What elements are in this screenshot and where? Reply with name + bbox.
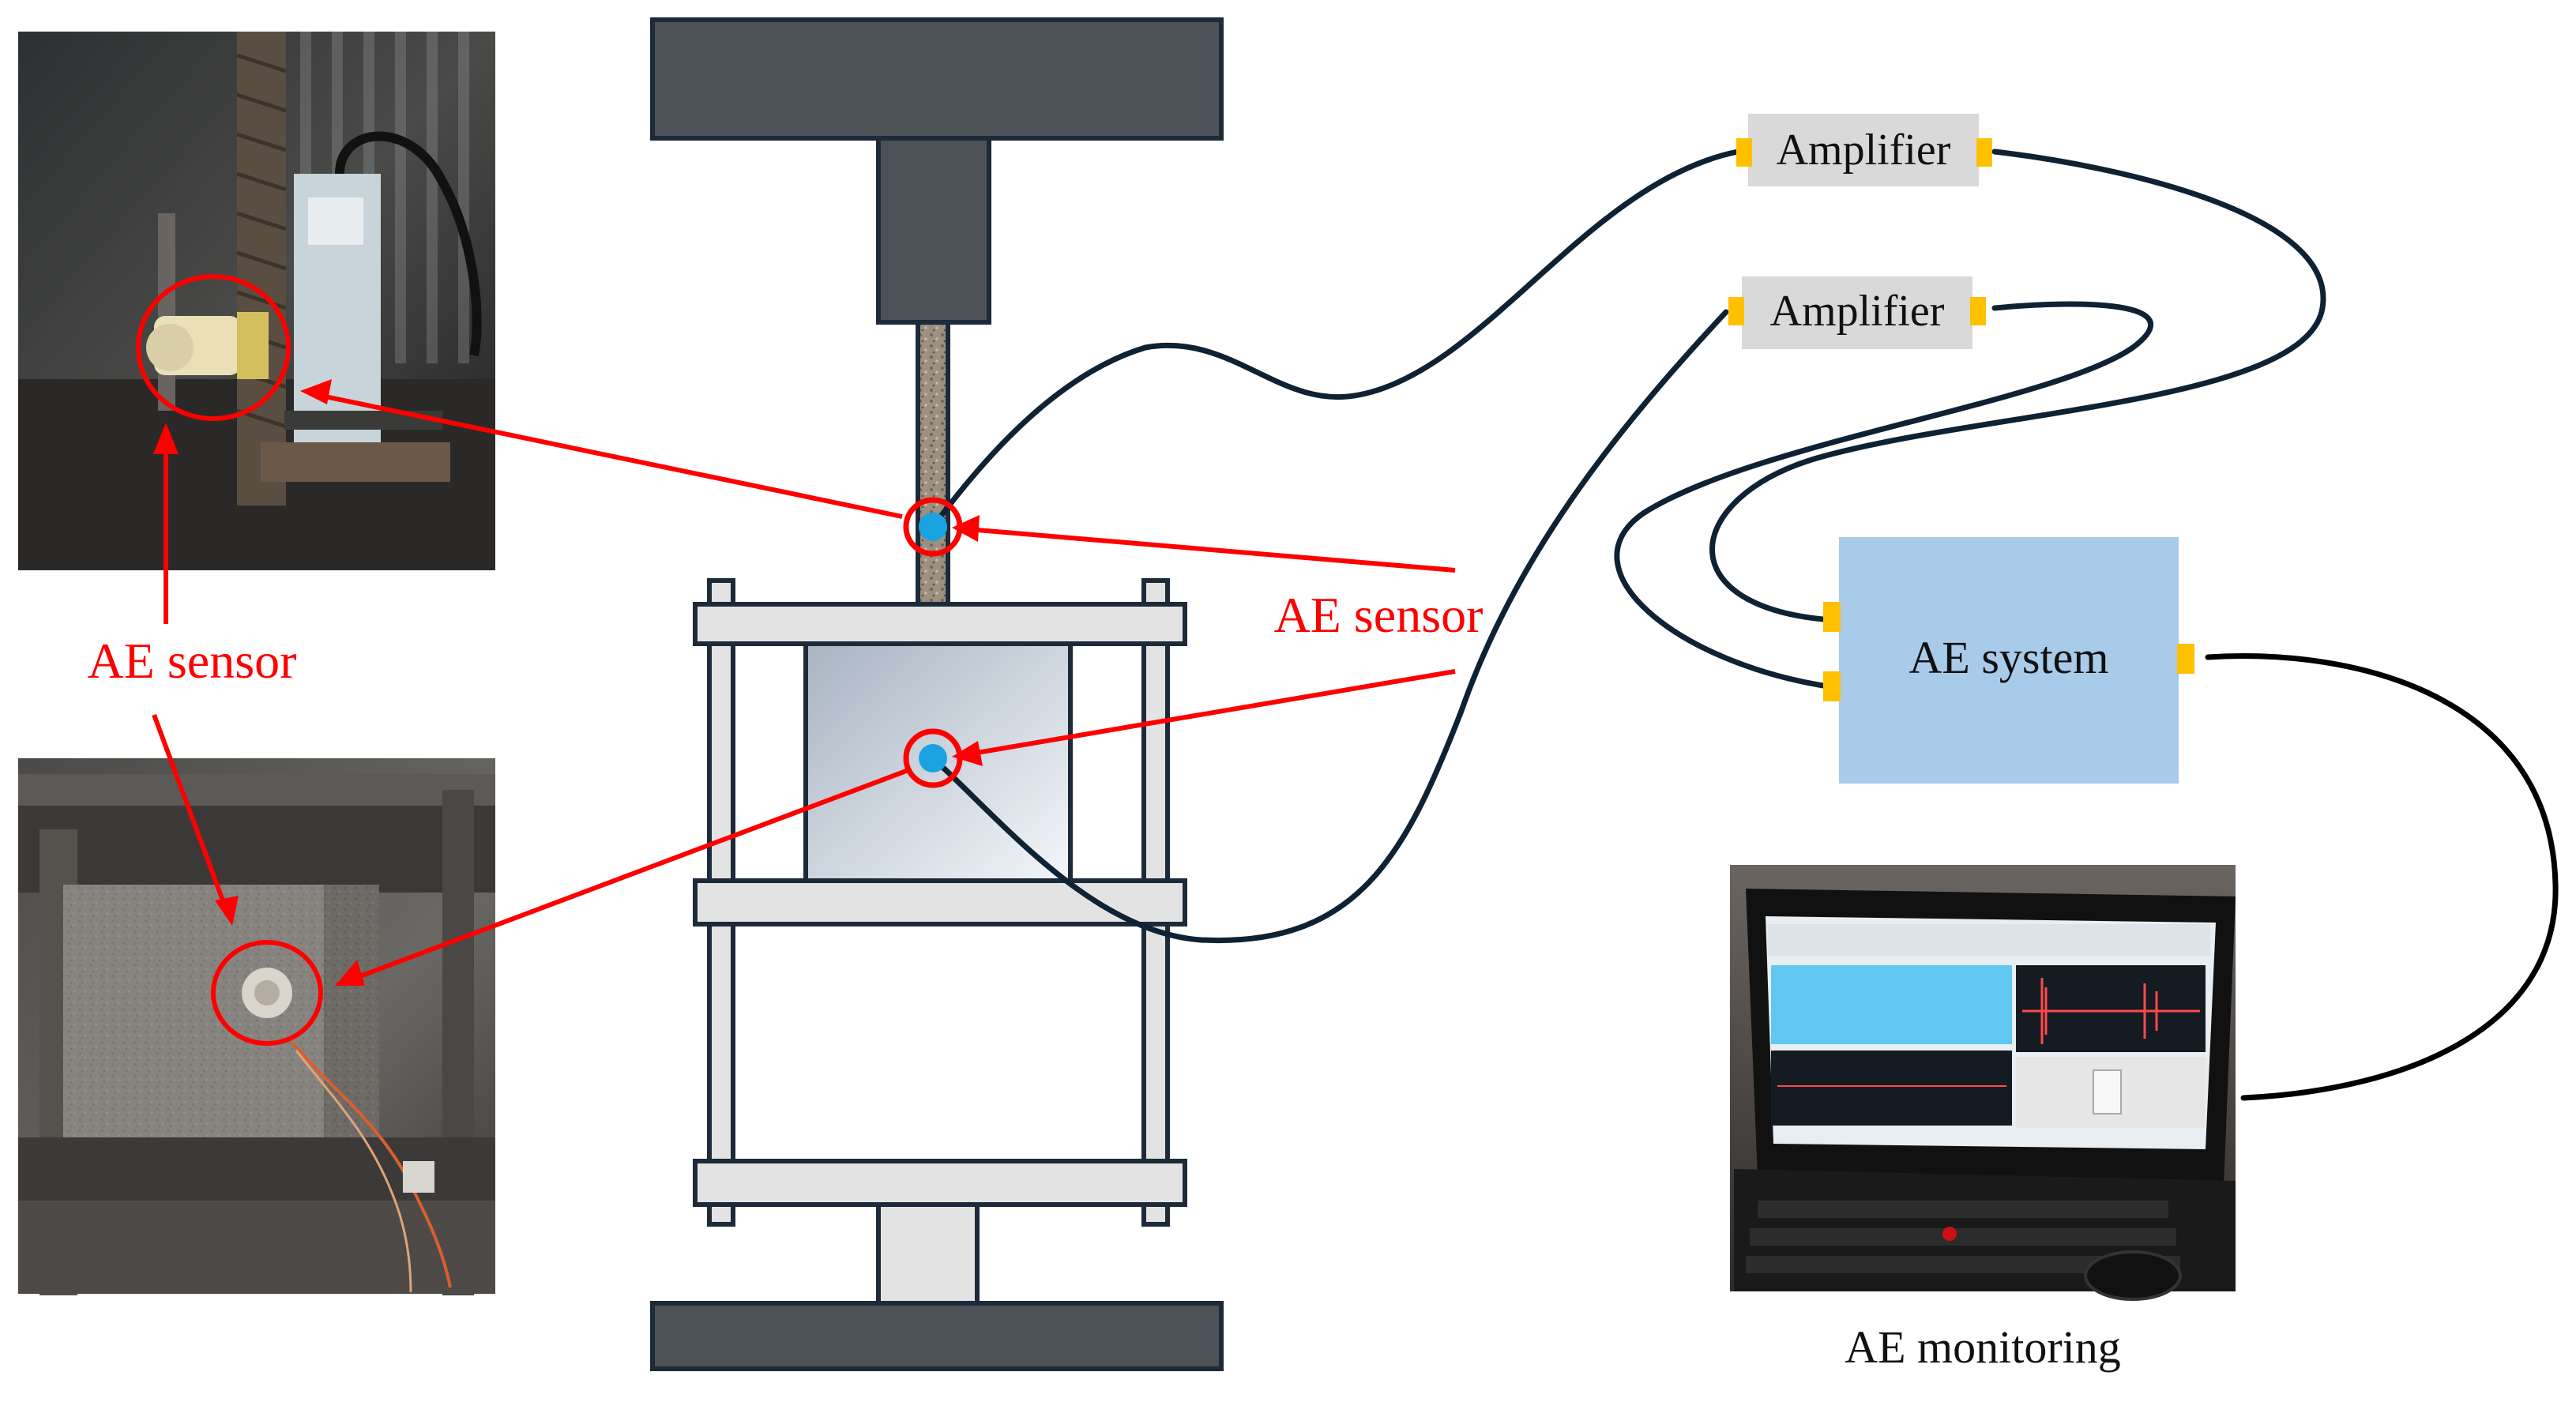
cable-amplifier-2-to-ae-system bbox=[1614, 301, 2153, 690]
base-plate bbox=[650, 1301, 1224, 1371]
photo-top-sensor-circle bbox=[136, 274, 291, 421]
lower-platen bbox=[693, 1159, 1187, 1207]
specimen-rod bbox=[916, 320, 950, 609]
top-crosshead bbox=[650, 17, 1224, 141]
amplifier-2-label: Amplifier bbox=[1770, 287, 1945, 336]
middle-platen bbox=[693, 878, 1187, 927]
amplifier-1-input-connector bbox=[1736, 138, 1752, 167]
photo-bottom-sensor-circle bbox=[211, 940, 323, 1046]
bottom-ram bbox=[876, 1202, 980, 1306]
cable-ae-system-to-laptop bbox=[2205, 653, 2559, 1101]
cables bbox=[930, 148, 2559, 1101]
amplifier-1: Amplifier bbox=[1736, 114, 1992, 186]
screen-waveform-panel bbox=[2016, 965, 2206, 1052]
rod-sensor-dot bbox=[919, 513, 947, 541]
amplifier-2: Amplifier bbox=[1728, 276, 1986, 349]
ae-system-label: AE system bbox=[1909, 632, 2109, 683]
photo-laptop-monitoring bbox=[1730, 865, 2236, 1301]
amplifier-1-output-connector bbox=[1976, 138, 1992, 167]
screen-plot-panel bbox=[1771, 1051, 2012, 1126]
ae-system-input-connector-1 bbox=[1823, 602, 1841, 632]
ae-system-output-connector bbox=[2177, 644, 2194, 674]
amplifier-2-input-connector bbox=[1728, 297, 1744, 325]
amplifier-1-label: Amplifier bbox=[1777, 126, 1951, 175]
cable-rod-sensor-to-amplifier-1 bbox=[930, 148, 1741, 530]
callout-arrowheads bbox=[153, 379, 983, 986]
ae-monitoring-caption: AE monitoring bbox=[1845, 1321, 2121, 1373]
cable-amplifier-1-to-ae-system bbox=[1709, 148, 2326, 623]
upper-platen bbox=[693, 602, 1187, 646]
loading-frame bbox=[650, 17, 1224, 1371]
amplifier-2-output-connector bbox=[1970, 297, 1986, 325]
photo-sensor-on-rod bbox=[18, 32, 495, 570]
ae-sensor-label-center: AE sensor bbox=[1274, 587, 1484, 643]
ae-sensor-label-left: AE sensor bbox=[88, 633, 297, 689]
ae-system: AE system bbox=[1823, 537, 2194, 784]
cable-block-sensor-to-amplifier-2 bbox=[930, 309, 1729, 944]
block-sensor-dot bbox=[919, 744, 947, 772]
ae-system-input-connector-2 bbox=[1823, 671, 1841, 701]
photo-sensor-on-block bbox=[18, 758, 495, 1295]
screen-table-panel bbox=[1771, 965, 2012, 1044]
loading-ram bbox=[876, 136, 991, 325]
callouts bbox=[136, 274, 1456, 1046]
